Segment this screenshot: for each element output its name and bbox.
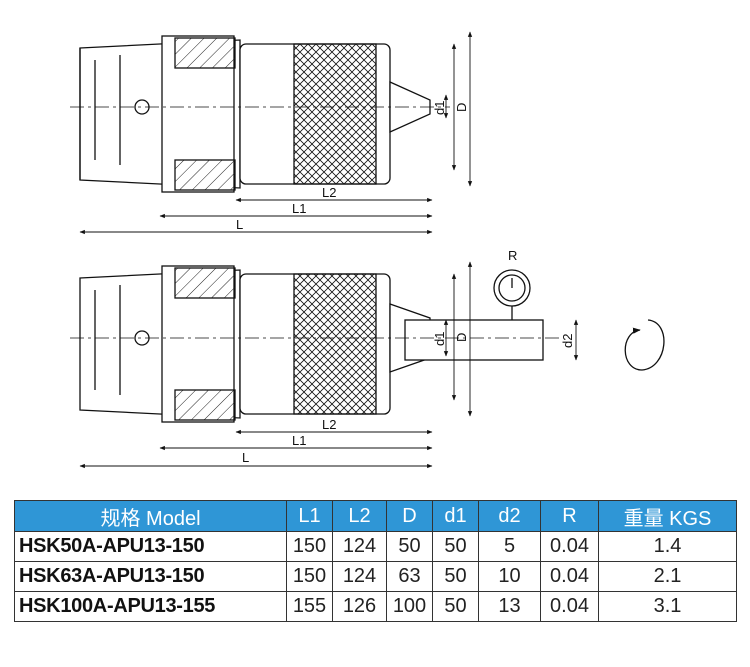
top-holder-view xyxy=(70,35,450,193)
top-hatch-lower xyxy=(174,159,236,191)
cell-r: 0.04 xyxy=(540,531,599,562)
cell-d2: 13 xyxy=(478,591,541,622)
bottom-dimensions xyxy=(79,261,579,469)
cell-l2: 126 xyxy=(332,591,387,622)
bottom-label-d: D xyxy=(454,333,469,342)
bottom-hatch-upper xyxy=(174,267,236,299)
cell-l2: 124 xyxy=(332,531,387,562)
bottom-label-l: L xyxy=(242,450,249,465)
bottom-label-l1: L1 xyxy=(292,433,306,448)
table-row: HSK63A-APU13-150 150 124 63 50 10 0.04 2… xyxy=(14,561,737,592)
top-label-l: L xyxy=(236,217,243,232)
cell-l1: 150 xyxy=(286,531,333,562)
bottom-holder-view xyxy=(70,265,665,423)
cell-model: HSK50A-APU13-150 xyxy=(14,531,287,562)
top-label-d: D xyxy=(454,103,469,112)
cell-l1: 150 xyxy=(286,561,333,592)
table-row: HSK100A-APU13-155 155 126 100 50 13 0.04… xyxy=(14,591,737,622)
header-r: R xyxy=(540,500,599,532)
table-header-row: 规格 Model L1 L2 D d1 d2 R 重量 KGS xyxy=(14,500,737,532)
technical-drawing: L2 L1 L d1 D L2 L1 L d1 D d2 xyxy=(70,31,665,469)
header-weight: 重量 KGS xyxy=(598,500,737,532)
bottom-knurl xyxy=(293,273,377,415)
bottom-label-d2: d2 xyxy=(560,334,575,348)
bottom-label-r: R xyxy=(508,248,517,263)
cell-l2: 124 xyxy=(332,561,387,592)
cell-weight: 2.1 xyxy=(598,561,737,592)
top-label-d1: d1 xyxy=(432,101,447,115)
cell-d: 100 xyxy=(386,591,433,622)
cell-weight: 1.4 xyxy=(598,531,737,562)
cell-l1: 155 xyxy=(286,591,333,622)
bottom-label-d1: d1 xyxy=(432,332,447,346)
top-hatch-upper xyxy=(174,37,236,69)
cell-model: HSK63A-APU13-150 xyxy=(14,561,287,592)
top-label-l2: L2 xyxy=(322,185,336,200)
cell-r: 0.04 xyxy=(540,561,599,592)
cell-d1: 50 xyxy=(432,591,479,622)
cell-weight: 3.1 xyxy=(598,591,737,622)
header-d1: d1 xyxy=(432,500,479,532)
cell-r: 0.04 xyxy=(540,591,599,622)
cell-d: 63 xyxy=(386,561,433,592)
bottom-label-l2: L2 xyxy=(322,417,336,432)
header-d2: d2 xyxy=(478,500,541,532)
table-row: HSK50A-APU13-150 150 124 50 50 5 0.04 1.… xyxy=(14,531,737,562)
cell-d2: 10 xyxy=(478,561,541,592)
header-d: D xyxy=(386,500,433,532)
bottom-hatch-lower xyxy=(174,389,236,421)
top-dimensions xyxy=(79,31,473,235)
cell-d2: 5 xyxy=(478,531,541,562)
cell-d1: 50 xyxy=(432,561,479,592)
spec-table: 规格 Model L1 L2 D d1 d2 R 重量 KGS HSK50A-A… xyxy=(14,500,737,622)
header-l1: L1 xyxy=(286,500,333,532)
cell-d1: 50 xyxy=(432,531,479,562)
bottom-test-bar xyxy=(404,319,544,361)
top-knurl xyxy=(293,43,377,185)
top-label-l1: L1 xyxy=(292,201,306,216)
rotation-arrow xyxy=(624,319,665,371)
top-jaws xyxy=(389,80,431,134)
cell-d: 50 xyxy=(386,531,433,562)
header-l2: L2 xyxy=(332,500,387,532)
header-model: 规格 Model xyxy=(14,500,287,532)
cell-model: HSK100A-APU13-155 xyxy=(14,591,287,622)
